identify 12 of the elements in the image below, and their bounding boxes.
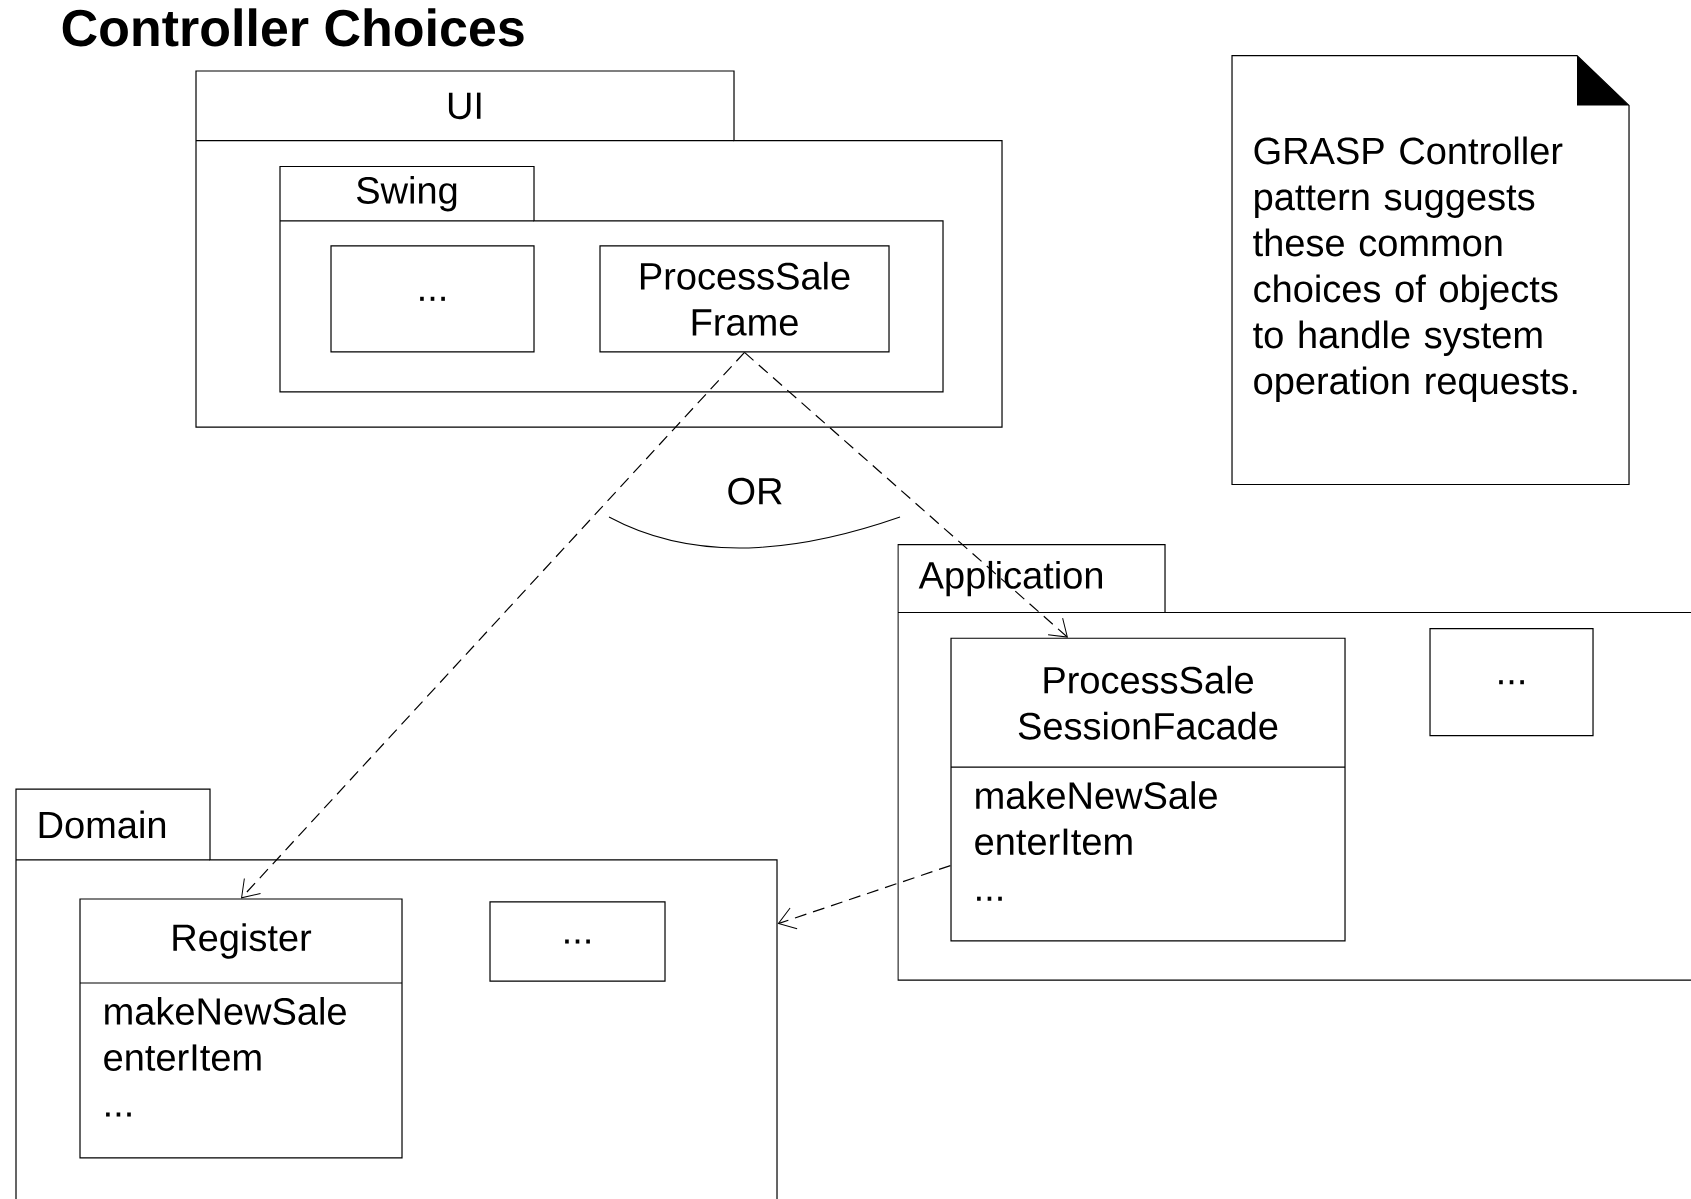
- class-box: ...: [330, 245, 535, 353]
- class-box: Register makeNewSale enterItem ...: [79, 898, 403, 1159]
- class-box: ...: [489, 901, 666, 982]
- class-box: ...: [1429, 628, 1594, 737]
- dependency-arrow: [743, 351, 1068, 638]
- dependency-arrow: [241, 351, 746, 899]
- dependency-arrow: [777, 865, 951, 930]
- class-box: ProcessSale Frame: [599, 245, 890, 353]
- class-box: ProcessSale SessionFacade makeNewSale enterItem ...: [950, 637, 1346, 942]
- title: Controller Choices: [62, 8, 524, 47]
- note: GRASP Controller pattern suggests these common choices of objects to handle system operation requests.: [1231, 55, 1630, 486]
- constraint-label: OR: [728, 477, 782, 505]
